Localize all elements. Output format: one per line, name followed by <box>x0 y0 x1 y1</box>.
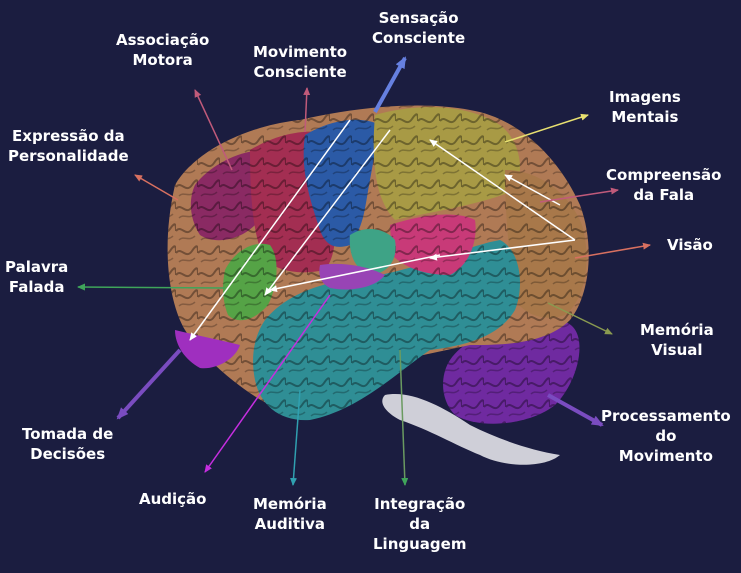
label-memoria-visual: Memória Visual <box>640 321 714 359</box>
arrow-expressao <box>134 174 179 201</box>
auditory-green-region <box>349 228 396 275</box>
arrow-movimento <box>303 87 311 133</box>
label-audicao: Audição <box>139 490 207 508</box>
arrow-audicao <box>204 294 331 473</box>
label-imagens-mentais: Imagens Mentais <box>609 88 681 126</box>
label-palavra-falada: Palavra Falada <box>5 258 69 296</box>
arrow-associacao <box>194 89 233 171</box>
label-expressao-personalidade: Expressão da Personalidade <box>8 127 129 165</box>
label-compreensao-fala: Compreensão da Fala <box>606 166 722 204</box>
arrow-palavra <box>77 283 226 291</box>
label-tomada-decisoes: Tomada de Decisões <box>22 425 114 463</box>
arrow-memoria-visual <box>547 302 613 335</box>
label-visao: Visão <box>667 236 713 254</box>
label-movimento-consciente: Movimento Consciente <box>253 43 348 81</box>
arrow-tomada <box>116 348 182 420</box>
label-sensacao-consciente: Sensação Consciente <box>372 9 466 47</box>
arrow-sensacao <box>373 56 407 113</box>
label-integracao-linguagem: Integração da Linguagem <box>373 495 467 553</box>
arrow-compreensao <box>539 187 619 203</box>
arrow-integracao <box>399 349 409 486</box>
label-associacao-motora: Associação Motora <box>116 31 210 69</box>
label-processamento-movimento: Processamento do Movimento <box>601 407 731 465</box>
arrow-processamento <box>547 393 604 427</box>
label-memoria-auditiva: Memória Auditiva <box>253 495 327 533</box>
brainstem-region <box>382 394 560 465</box>
arrow-imagens <box>504 113 589 143</box>
arrow-visao <box>574 242 651 259</box>
arrow-memoria-auditiva <box>290 389 301 486</box>
